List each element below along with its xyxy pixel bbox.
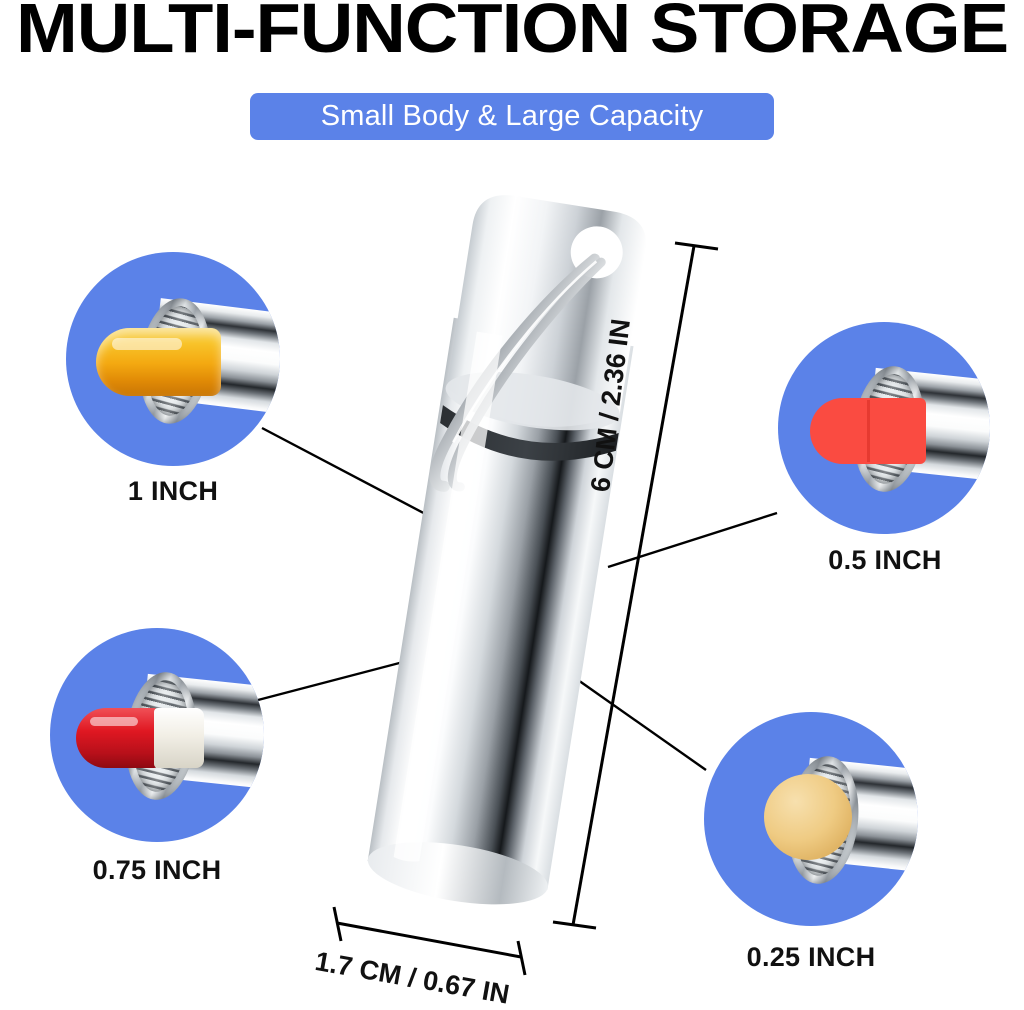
page-title: MULTI-FUNCTION STORAGE xyxy=(15,0,1009,67)
callout-circle-quarter-inch xyxy=(704,712,918,926)
body-highlight xyxy=(393,331,503,862)
leader-line-half-inch xyxy=(607,511,778,569)
leader-line-one-inch xyxy=(261,426,453,530)
callout-circle-one-inch xyxy=(66,252,280,466)
callout-label-quarter-inch: 0.25 INCH xyxy=(746,942,876,972)
leader-line-quarter-inch xyxy=(577,679,707,771)
height-dimension-line xyxy=(571,245,696,926)
pill-round-tablet-tan xyxy=(764,774,852,860)
pill-softgel-yellow xyxy=(96,328,221,396)
callout-label-three-quarter-inch: 0.75 INCH xyxy=(92,855,222,885)
width-dimension-tick-left xyxy=(332,906,343,942)
width-dimension-line xyxy=(336,921,522,959)
subtitle-text: Small Body & Large Capacity xyxy=(320,100,704,132)
width-dimension-tick-right xyxy=(516,940,527,976)
callout-circle-three-quarter-inch xyxy=(50,628,264,842)
pill-capsule-red xyxy=(810,398,926,464)
callout-label-one-inch: 1 INCH xyxy=(127,476,219,506)
pill-capsule-red-white xyxy=(76,708,204,768)
subtitle-badge: Small Body & Large Capacity xyxy=(250,93,774,140)
height-dimension-tick-bottom xyxy=(552,920,597,930)
callout-label-half-inch: 0.5 INCH xyxy=(828,545,942,575)
callout-circle-half-inch xyxy=(778,322,990,534)
height-dimension-tick-top xyxy=(674,241,719,251)
